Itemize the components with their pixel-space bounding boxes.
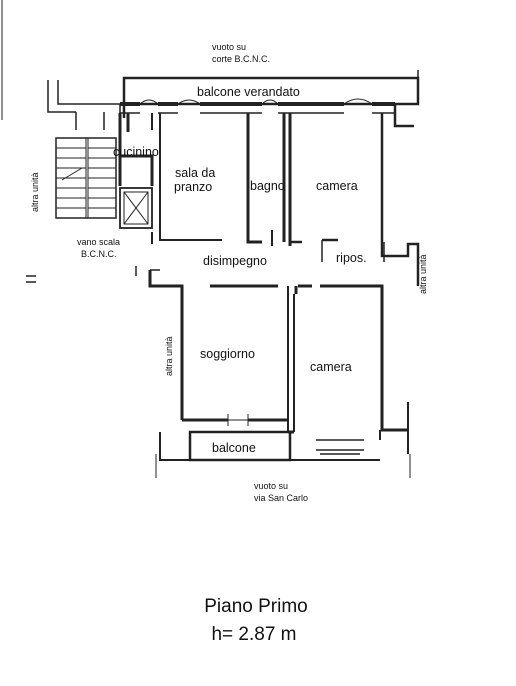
room-label-camera-bottom: camera xyxy=(310,360,352,374)
room-label-sala-line2: pranzo xyxy=(174,180,212,194)
room-label-camera-top: camera xyxy=(316,179,358,193)
balcone-verandato-area xyxy=(122,70,420,118)
bottom-void-line1: vuoto su xyxy=(254,481,288,491)
windows xyxy=(139,98,373,426)
floor-title: Piano Primo xyxy=(204,596,308,617)
room-label-ripos: ripos. xyxy=(336,251,367,265)
ceiling-height: h= 2.87 m xyxy=(211,624,297,645)
other-unit-right: altra unità xyxy=(418,254,428,294)
other-unit-left-top: altra unità xyxy=(30,172,40,212)
top-void-line1: vuoto su xyxy=(212,42,246,52)
room-label-soggiorno: soggiorno xyxy=(200,347,255,361)
top-void-line2: corte B.C.N.C. xyxy=(212,54,270,64)
room-label-balcone: balcone xyxy=(212,441,256,455)
other-unit-left-bottom: altra unità xyxy=(164,336,174,376)
room-label-bagno: bagno xyxy=(250,179,285,193)
stairwell-line1: vano scala xyxy=(77,237,120,247)
room-label-cucinino: cucinino xyxy=(113,145,159,159)
room-label-sala-line1: sala da xyxy=(175,166,215,180)
room-label-disimpegno: disimpegno xyxy=(203,254,267,268)
bottom-void-line2: via San Carlo xyxy=(254,493,308,503)
stairwell-line2: B.C.N.C. xyxy=(81,249,117,259)
room-label-balcone-verandato: balcone verandato xyxy=(197,85,300,99)
walls xyxy=(26,80,420,478)
